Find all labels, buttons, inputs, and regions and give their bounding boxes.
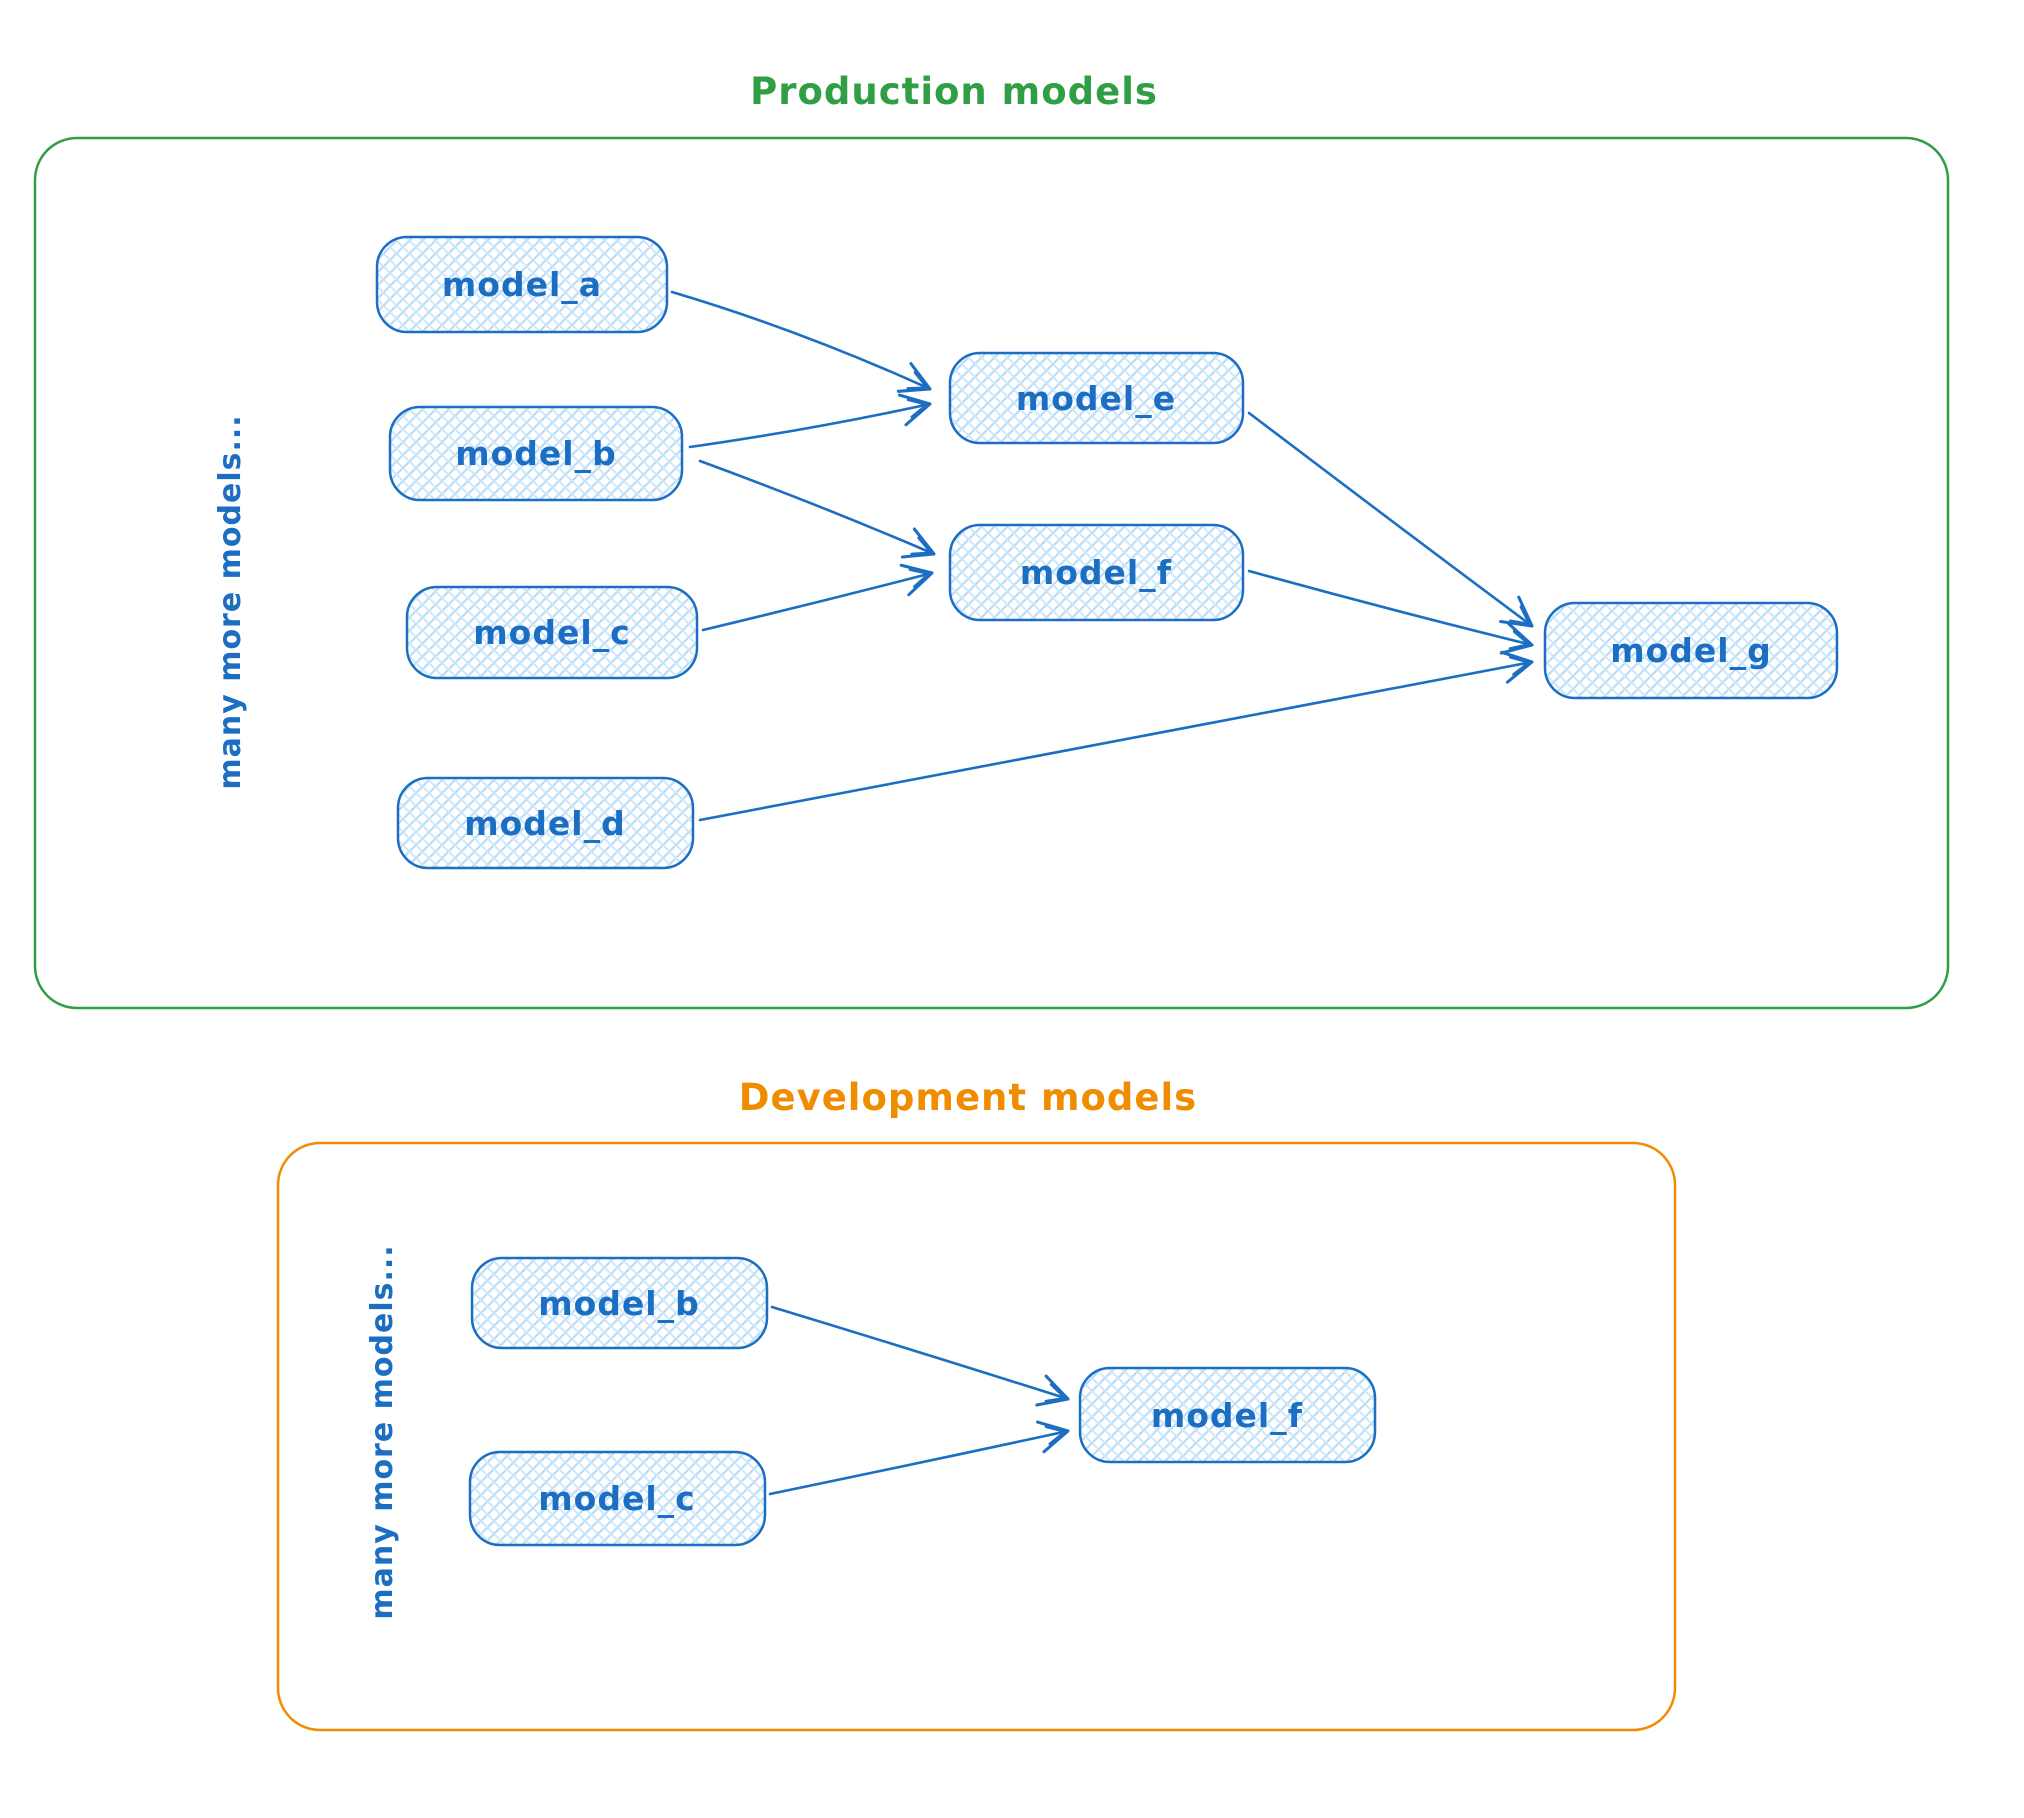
node-label-model-b: model_b (455, 434, 617, 473)
node-label-model-g: model_g (1610, 631, 1772, 670)
production-edges (670, 290, 1534, 822)
edge-model-b-to-model-f (698, 459, 936, 559)
production-side-label: many more models... (213, 414, 248, 789)
node-model-a: model_a (375, 235, 669, 334)
edge-model-a-to-model-e (670, 290, 932, 393)
node-model-b: model_b (388, 405, 684, 502)
node-model-c: model_c (405, 585, 699, 680)
node-dev-model-f: model_f (1078, 1366, 1377, 1464)
node-label-model-a: model_a (442, 265, 602, 304)
node-label-model-f: model_f (1020, 553, 1172, 592)
node-box-model-d (396, 776, 695, 870)
node-model-e: model_e (948, 351, 1245, 445)
node-label-dev-model-c: model_c (538, 1479, 695, 1518)
node-label-model-d: model_d (464, 804, 626, 843)
node-box-model-f (948, 523, 1245, 622)
node-label-model-c: model_c (473, 613, 630, 652)
edge-model-f-to-model-g (1247, 569, 1534, 655)
node-box-model-g (1543, 601, 1839, 700)
node-dev-model-b: model_b (470, 1256, 769, 1350)
edge-model-c-to-model-f (701, 563, 934, 632)
node-label-model-e: model_e (1016, 379, 1176, 418)
node-model-g: model_g (1543, 601, 1839, 700)
edge-dev-model-c-to-model-f (768, 1420, 1070, 1496)
node-box-model-c (405, 585, 699, 680)
node-box-model-e (948, 351, 1245, 445)
node-box-model-b (388, 405, 684, 502)
edge-dev-model-b-to-model-f (770, 1305, 1070, 1407)
edge-model-e-to-model-g (1247, 411, 1534, 628)
node-box-dev-model-f (1078, 1366, 1377, 1464)
production-container (33, 136, 1950, 1010)
edge-model-b-to-model-e (688, 393, 932, 449)
production-title: Production models (750, 70, 1158, 113)
node-label-dev-model-f: model_f (1151, 1396, 1303, 1435)
node-box-dev-model-b (470, 1256, 769, 1350)
development-edges (768, 1305, 1070, 1496)
edge-model-d-to-model-g (698, 650, 1534, 822)
development-title: Development models (739, 1076, 1197, 1119)
node-model-d: model_d (396, 776, 695, 870)
node-model-f: model_f (948, 523, 1245, 622)
node-box-dev-model-c (468, 1450, 767, 1547)
node-box-model-a (375, 235, 669, 334)
development-container (276, 1141, 1677, 1732)
node-label-dev-model-b: model_b (538, 1284, 700, 1323)
development-side-label: many more models... (365, 1244, 400, 1619)
node-dev-model-c: model_c (468, 1450, 767, 1547)
